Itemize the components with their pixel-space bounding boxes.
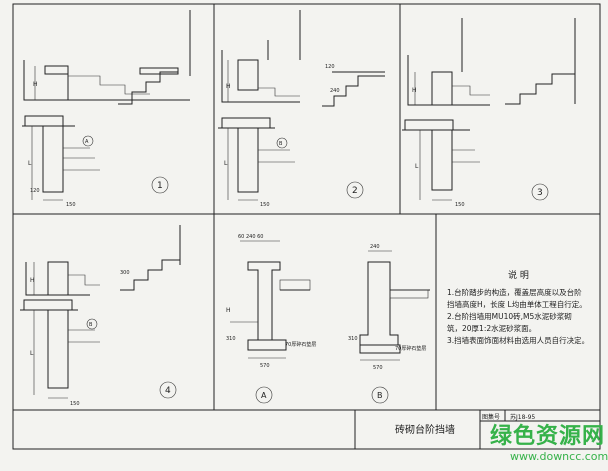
detail-letter-a: A (261, 391, 267, 400)
dim-l-2: L (224, 160, 228, 167)
note-line-1: 1.台阶踏步的构造，覆盖层高度以及台阶 (447, 288, 582, 297)
detail-marker-1 (151, 176, 169, 194)
dim-l-4: L (30, 350, 34, 357)
dim-150-3: 150 (455, 202, 465, 208)
section-a: 60 240 60 H 310 570 70厚碎石垫层 A (226, 234, 316, 404)
detail-number-4: 4 (165, 386, 171, 396)
dim-h-1a: H (33, 81, 38, 88)
dim-300-4: 300 (120, 270, 130, 276)
notes-heading: 说 明 (508, 271, 529, 281)
dim-h-3: H (412, 87, 417, 94)
note-line-2: 挡墙高度H，长度 L均由单体工程自行定。 (447, 300, 587, 309)
atlas-label: 图集号 (482, 413, 500, 421)
note-line-4: 筑，20厚1:2水泥砂浆面。 (447, 324, 537, 333)
detail-marker-b (371, 386, 389, 404)
watermark-text: 绿色资源网 (490, 424, 606, 449)
dim-h-a: H (226, 307, 231, 314)
sheet-border (12, 3, 601, 450)
dim-h-2a: H (226, 83, 231, 90)
detail-number-2: 2 (352, 186, 358, 196)
dim-310-a: 310 (226, 336, 236, 342)
detail-letter-b: B (377, 391, 383, 400)
dim-120-2a: 120 (325, 64, 335, 70)
watermark-url: www.downcc.com (510, 450, 608, 463)
dim-240-2: 240 (330, 88, 340, 94)
panel-3: H L 150 3 (402, 18, 576, 208)
dim-120-1: 120 (30, 188, 40, 194)
dim-150-1: 150 (66, 202, 76, 208)
detail-number-1: 1 (157, 181, 163, 191)
detail-marker-4 (159, 381, 177, 399)
atlas-number: 苏J18-95 (510, 413, 535, 421)
dim-top-b: 240 (370, 244, 380, 250)
dim-l-3: L (415, 163, 419, 170)
dim-top-a: 60 240 60 (238, 234, 263, 240)
dim-150-2: 150 (260, 202, 270, 208)
section-marker-2: B (279, 141, 283, 147)
mortar-note-a: 70厚碎石垫层 (285, 341, 316, 348)
section-marker-4: B (89, 322, 93, 328)
panel-1: H L A 150 120 1 (22, 10, 191, 208)
section-marker-1: A (85, 139, 89, 145)
note-line-3: 2.台阶挡墙用MU10砖,M5水泥砂浆砌 (447, 312, 572, 321)
title-block: 砖砌台阶挡墙 图集号 苏J18-95 (354, 410, 600, 449)
mortar-note-b: 70厚碎石垫层 (395, 345, 426, 352)
detail-number-3: 3 (537, 188, 543, 198)
dim-310-b: 310 (348, 336, 358, 342)
detail-marker-a (255, 386, 273, 404)
drawing-title: 砖砌台阶挡墙 (395, 423, 455, 436)
dim-l-1: L (28, 160, 32, 167)
dim-150-4: 150 (70, 401, 80, 407)
dim-h-4: H (30, 277, 35, 284)
dim-570-a: 570 (260, 363, 270, 369)
dim-570-b: 570 (373, 365, 383, 371)
section-b: 240 310 570 70厚碎石垫层 B (348, 244, 430, 404)
panel-2: H 120 240 L B 150 2 (218, 10, 385, 208)
panel-4: H 300 L B 150 4 (20, 225, 181, 407)
detail-marker-3 (531, 183, 549, 201)
detail-marker-2 (346, 181, 364, 199)
note-line-5: 3.挡墙表面饰面材料由选用人员自行决定。 (447, 336, 590, 345)
